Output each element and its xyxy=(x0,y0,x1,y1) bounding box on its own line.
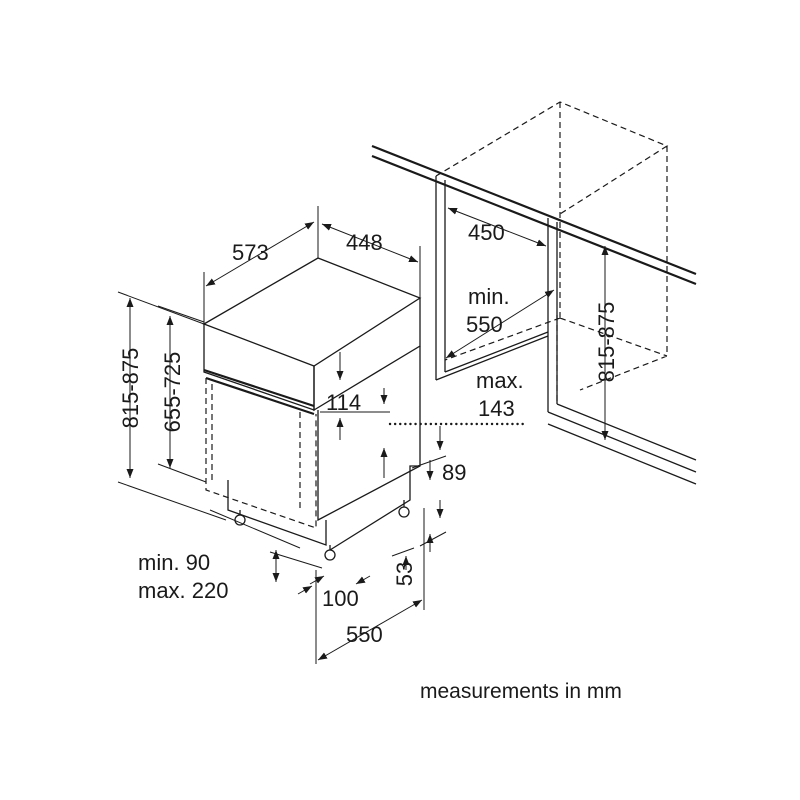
door-front-dashed xyxy=(205,378,317,529)
label-max: max. xyxy=(476,368,524,393)
foot-front-right xyxy=(324,549,336,561)
body-side xyxy=(317,346,421,522)
label-89: 89 xyxy=(442,460,466,485)
ext-655-bottom xyxy=(157,463,207,483)
countertop-top-edge xyxy=(371,144,697,276)
label-450: 450 xyxy=(468,220,505,245)
dimension-lines xyxy=(117,206,609,664)
dishwasher-base xyxy=(227,480,327,546)
dim-448-line xyxy=(321,223,419,263)
right-cabinet-base xyxy=(547,403,697,473)
label-448: 448 xyxy=(346,230,383,255)
dimension-labels: 573 448 815-875 655-725 114 450 min. 550… xyxy=(118,220,622,703)
control-panel-lip xyxy=(203,368,315,416)
label-815-875-left: 815-875 xyxy=(118,348,143,429)
caption: measurements in mm xyxy=(420,680,622,703)
label-min: min. xyxy=(468,284,510,309)
label-550-depth: 550 xyxy=(346,622,383,647)
label-815-875-right: 815-875 xyxy=(594,302,619,383)
dishwasher xyxy=(202,257,422,561)
label-573: 573 xyxy=(232,240,269,265)
label-max-220: max. 220 xyxy=(138,578,229,603)
foot-back-right xyxy=(398,506,410,518)
ext-815-left-top xyxy=(117,291,205,325)
door-inner-dashed xyxy=(211,384,301,510)
ext-53 xyxy=(391,547,415,557)
ext-655-top xyxy=(157,305,205,323)
ext-89 xyxy=(411,455,447,547)
right-cabinet-floor xyxy=(547,423,697,485)
dim-450-line xyxy=(447,207,547,247)
dim-573-line xyxy=(205,221,315,287)
right-cabinet-wall xyxy=(547,218,558,412)
label-143: 143 xyxy=(478,396,515,421)
dim-100-tick-left xyxy=(309,575,325,585)
label-min-90: min. 90 xyxy=(138,550,210,575)
dim-550-line xyxy=(317,599,423,661)
ext-plinth xyxy=(209,509,323,569)
panel-side xyxy=(313,298,421,412)
ext-815-left-bottom xyxy=(117,481,227,521)
dim-100-tick-right xyxy=(355,575,371,585)
dishwasher-top xyxy=(202,257,422,367)
control-panel-front xyxy=(203,324,315,411)
plinth-step xyxy=(329,465,420,551)
foot-front-left xyxy=(234,514,246,526)
label-100: 100 xyxy=(322,586,359,611)
niche-back-dashed xyxy=(435,101,669,404)
countertop-bottom-edge xyxy=(371,154,697,286)
dim-plinth-tick xyxy=(297,585,313,595)
label-550-niche: 550 xyxy=(466,312,503,337)
foot-legs xyxy=(239,500,405,550)
label-655-725: 655-725 xyxy=(160,352,185,433)
label-53: 53 xyxy=(392,562,417,586)
label-114: 114 xyxy=(326,390,361,415)
left-cabinet-wall xyxy=(435,176,446,380)
dim-550-niche-line xyxy=(445,289,555,359)
